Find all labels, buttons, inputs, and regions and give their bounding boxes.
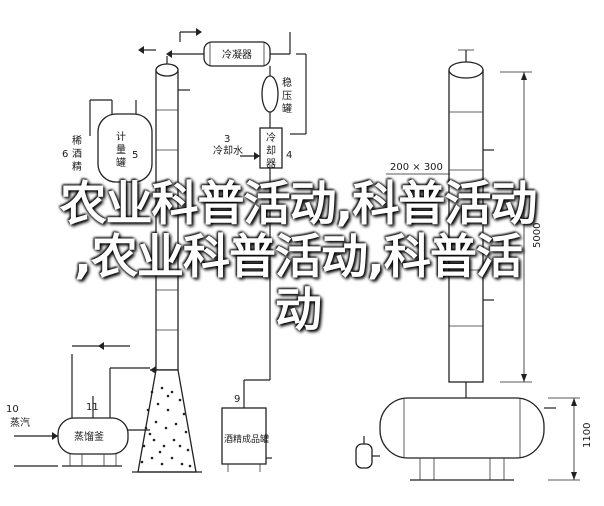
product-tank-label: 酒精成品罐 [224, 433, 269, 445]
packing-dots [140, 386, 192, 468]
cooler-label-1: 冷 [266, 131, 276, 144]
cooler-label-2: 却 [266, 145, 276, 157]
meter-label-1: 计 [116, 130, 126, 143]
meter-label-2: 量 [116, 144, 126, 156]
stabilizer-tank: 稳 压 罐 [261, 53, 307, 135]
distill-tank-label: 蒸馏釜 [74, 430, 104, 443]
distill-tank-number: 11 [86, 402, 99, 413]
steam-label: 蒸汽 [10, 416, 30, 429]
cooler-label-3: 器 [266, 158, 276, 170]
cooling-water-number: 3 [224, 134, 230, 145]
stabilizer-label-3: 罐 [282, 102, 292, 115]
stabilizer-label-1: 稳 [282, 76, 292, 89]
steam-number: 10 [6, 404, 19, 415]
dilute-label-2: 酒 [72, 148, 82, 160]
section-dimension: 200 × 300 [390, 162, 443, 173]
cooler-number: 4 [286, 150, 292, 161]
cooler: 冷 却 器 4 3 冷却水 [213, 127, 292, 380]
meter-label-3: 罐 [116, 156, 126, 169]
dilute-number: 6 [62, 149, 68, 160]
column-elevation: 200 × 300 5000 [386, 49, 543, 383]
condenser: 冷凝器 [138, 28, 291, 67]
product-tank-number: 9 [234, 394, 240, 405]
distillation-column [132, 56, 202, 473]
meter-number: 5 [132, 150, 138, 161]
product-tank: 酒精成品罐 9 [221, 379, 272, 472]
meter-tank: 计 量 罐 5 稀 酒 精 6 [62, 99, 153, 198]
cooling-water-label: 冷却水 [213, 144, 243, 157]
overlay-line-2: ,农业科普活动,科普活 [74, 230, 523, 285]
height-dimension: 5000 [532, 223, 543, 248]
dilute-label-3: 精 [72, 160, 82, 173]
stabilizer-label-2: 压 [282, 90, 292, 102]
tank-dimension: 1100 [582, 423, 593, 448]
overlay-line-1: 农业科普活动,科普活动 [59, 177, 538, 232]
distillation-kettle: 蒸馏釜 11 10 蒸汽 [6, 342, 150, 467]
overlay-line-3: 动 [275, 283, 322, 338]
watermark-overlay-text: 农业科普活动,科普活动 ,农业科普活动,科普活 动 [18, 178, 578, 337]
condenser-label: 冷凝器 [222, 48, 252, 61]
horizontal-tank: 1100 [355, 382, 593, 481]
dilute-label-1: 稀 [72, 134, 82, 147]
